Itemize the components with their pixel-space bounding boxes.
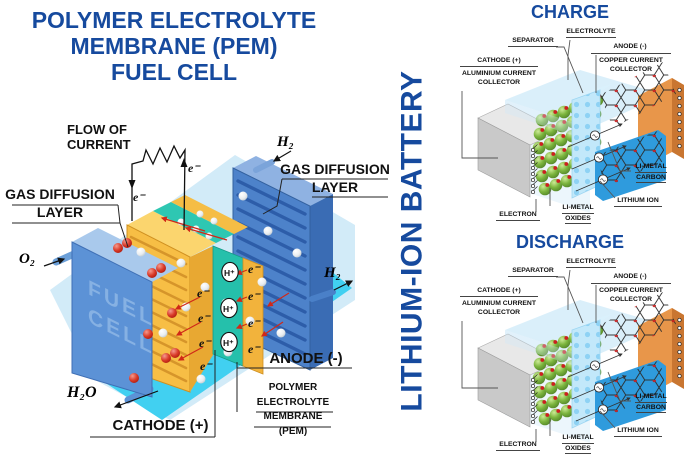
electron-label: e⁻: [248, 262, 261, 276]
proton-icon: H⁺: [224, 268, 235, 278]
electron-labels: e⁻ e⁻ e⁻ e⁻ e⁻ e⁻ e⁻ e⁻ e⁻ e⁻: [133, 161, 261, 373]
oxygen-molecules: [113, 238, 180, 383]
h2-inlet-pipe: [253, 159, 275, 173]
flow-arrows: [160, 216, 290, 361]
electron-label: e⁻: [133, 190, 146, 204]
h2o-arrow: [113, 390, 159, 409]
charge-title: CHARGE: [530, 2, 609, 22]
electron-label: e⁻: [197, 286, 210, 300]
proton-icon: H⁺: [223, 338, 234, 348]
electron-label: e⁻: [248, 316, 261, 330]
battery-iso-illustration: [450, 230, 690, 459]
current-up-arrow: [180, 158, 188, 167]
circuit-wire: [128, 144, 188, 231]
battery-charge-diagram: CHARGE SEPARATOR ELECTROLYTE ANODE (-) C…: [450, 0, 690, 230]
h2-outlet-pipe: [309, 289, 336, 302]
battery-iso-illustration: [450, 0, 690, 230]
o2-arrow: [43, 257, 66, 267]
h2-top-arrow: [272, 150, 292, 162]
proton-icon: H⁺: [223, 304, 234, 314]
electron-label: e⁻: [200, 359, 213, 373]
electron-label: e⁻: [248, 342, 261, 356]
current-down-arrow: [128, 180, 136, 189]
battery-discharge-diagram: DISCHARGE SEPARATOR ELECTROLYTE ANODE (-…: [450, 230, 690, 459]
electron-label: e⁻: [188, 161, 201, 175]
resistor-icon: [131, 144, 186, 231]
proton-ions: H⁺ H⁺ H⁺: [220, 261, 239, 353]
fuel-cell-callouts: [12, 178, 388, 438]
lithium-ion-battery-vertical-title: LITHIUM-ION BATTERY: [381, 40, 445, 442]
electron-label: e⁻: [248, 289, 261, 303]
vertical-title-text: LITHIUM-ION BATTERY: [396, 70, 430, 412]
h2-right-arrow: [333, 280, 354, 291]
electron-label: e⁻: [198, 311, 211, 325]
discharge-title: DISCHARGE: [515, 232, 624, 252]
electron-label: e⁻: [199, 336, 212, 350]
gas-arrows: [43, 150, 354, 409]
